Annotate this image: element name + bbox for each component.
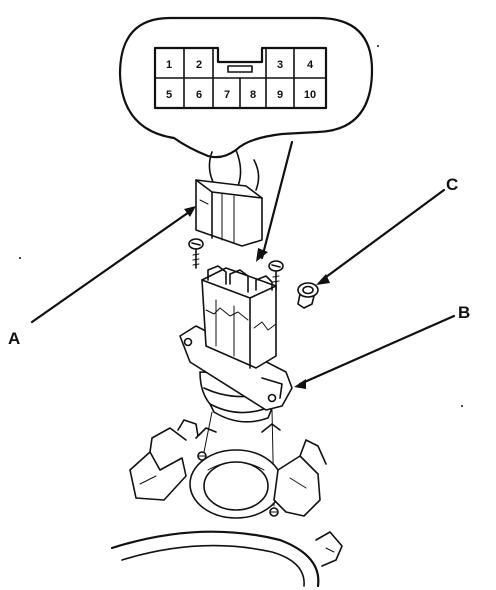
pin-2-label: 2 xyxy=(196,59,202,71)
connector-detail-bubble: 1 2 3 4 5 6 7 8 9 10 xyxy=(118,16,374,159)
stray-dot xyxy=(377,45,379,47)
pin-6-label: 6 xyxy=(196,89,202,101)
pin-5-label: 5 xyxy=(166,89,172,101)
screw-right xyxy=(268,260,284,291)
harness-connector xyxy=(195,149,263,247)
stray-dot xyxy=(19,257,21,259)
pin-1-label: 1 xyxy=(166,59,172,71)
callout-a: A xyxy=(8,206,196,348)
callout-b: B xyxy=(294,303,470,389)
callout-a-label: A xyxy=(8,329,20,348)
pin-10-label: 10 xyxy=(304,89,316,101)
clip-part xyxy=(297,282,319,309)
alignment-line-left xyxy=(203,411,213,453)
pin-9-label: 9 xyxy=(277,89,283,101)
pin-3-label: 3 xyxy=(277,59,283,71)
detail-pointer-line xyxy=(260,140,294,260)
stray-dot xyxy=(461,405,463,407)
switch-assembly xyxy=(179,265,293,423)
callout-c: C xyxy=(316,175,458,285)
callout-c-label: C xyxy=(446,175,458,194)
connector-face xyxy=(153,46,328,110)
screw-left xyxy=(188,238,204,269)
callout-b-label: B xyxy=(458,303,470,322)
pin-8-label: 8 xyxy=(250,89,256,101)
pin-4-label: 4 xyxy=(307,59,314,71)
pin-7-label: 7 xyxy=(224,89,230,101)
column-housing xyxy=(110,419,343,588)
